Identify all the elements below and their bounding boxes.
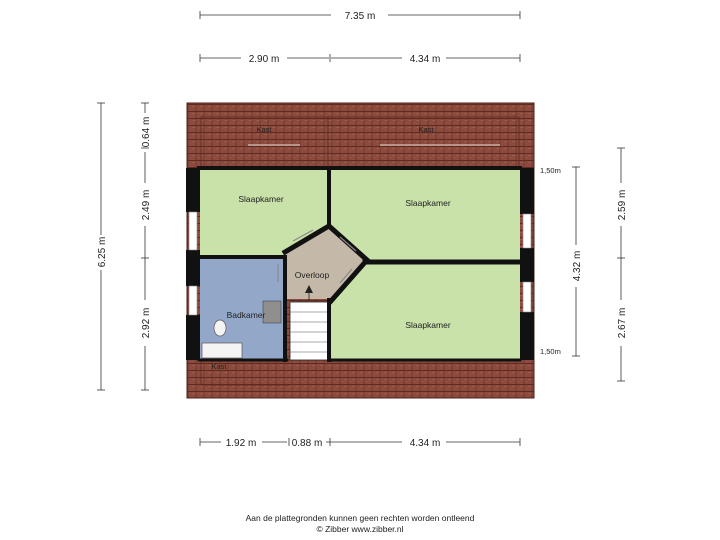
height-label-bottom: 1,50m: [540, 347, 561, 356]
dimension-left-segments: 0.64 m 2.49 m 2.92 m: [141, 102, 152, 391]
room-label-overloop: Overloop: [295, 270, 330, 280]
room-label-kast-left: Kast: [256, 125, 272, 134]
room-label-badkamer: Badkamer: [227, 310, 266, 320]
room-label-slaapkamer-left: Slaapkamer: [238, 194, 284, 204]
disclaimer-text: Aan de plattegronden kunnen geen rechten…: [245, 513, 475, 523]
dim-bottom-left-label: 1.92 m: [226, 438, 257, 449]
dim-top-total-label: 7.35 m: [345, 11, 376, 22]
room-label-kast-bottom: Kast: [211, 362, 227, 371]
doors: [277, 229, 357, 284]
dim-bottom-mid-label: 0.88 m: [292, 438, 323, 449]
dimension-right-inner: 4.32 m 1,50m 1,50m: [540, 166, 583, 357]
dim-left-bottom-label: 2.92 m: [141, 308, 152, 339]
dim-right-total-label: 4.32 m: [572, 251, 583, 282]
dimension-top-segments: 2.90 m 4.34 m: [199, 54, 521, 65]
room-slaapkamer-right-bottom: [330, 264, 520, 359]
walls: [197, 166, 523, 362]
dim-right-outer-top-label: 2.59 m: [617, 190, 628, 221]
dimension-top-total: 7.35 m: [199, 11, 521, 22]
room-slaapkamer-right-top: [330, 170, 520, 262]
stair-direction-icon: [305, 285, 313, 293]
windows: [188, 211, 532, 316]
staircase: [289, 285, 329, 361]
room-overloop: [285, 227, 365, 299]
dimension-left-total: 6.25 m: [97, 102, 108, 391]
sink-icon: [201, 342, 243, 359]
dim-left-mid-label: 2.49 m: [141, 190, 152, 221]
outer-walls: [186, 168, 534, 360]
dim-right-outer-bottom-label: 2.67 m: [617, 308, 628, 339]
dim-top-right-label: 4.34 m: [410, 54, 441, 65]
room-label-kast-right: Kast: [418, 125, 434, 134]
dim-left-total-label: 6.25 m: [97, 237, 108, 268]
toilet-icon: [213, 319, 227, 337]
shower-drain-icon: [262, 300, 282, 324]
dimension-right-outer: 2.59 m 2.67 m: [617, 147, 628, 382]
dim-top-left-label: 2.90 m: [249, 54, 280, 65]
room-label-slaapkamer-right-top: Slaapkamer: [405, 198, 451, 208]
dim-left-top-label: 0.64 m: [141, 117, 152, 148]
height-label-top: 1,50m: [540, 166, 561, 175]
copyright-text: © Zibber www.zibber.nl: [316, 524, 404, 534]
room-label-slaapkamer-right-bottom: Slaapkamer: [405, 320, 451, 330]
dimension-bottom-segments: 1.92 m 0.88 m 4.34 m: [199, 438, 521, 449]
dim-bottom-right-label: 4.34 m: [410, 438, 441, 449]
